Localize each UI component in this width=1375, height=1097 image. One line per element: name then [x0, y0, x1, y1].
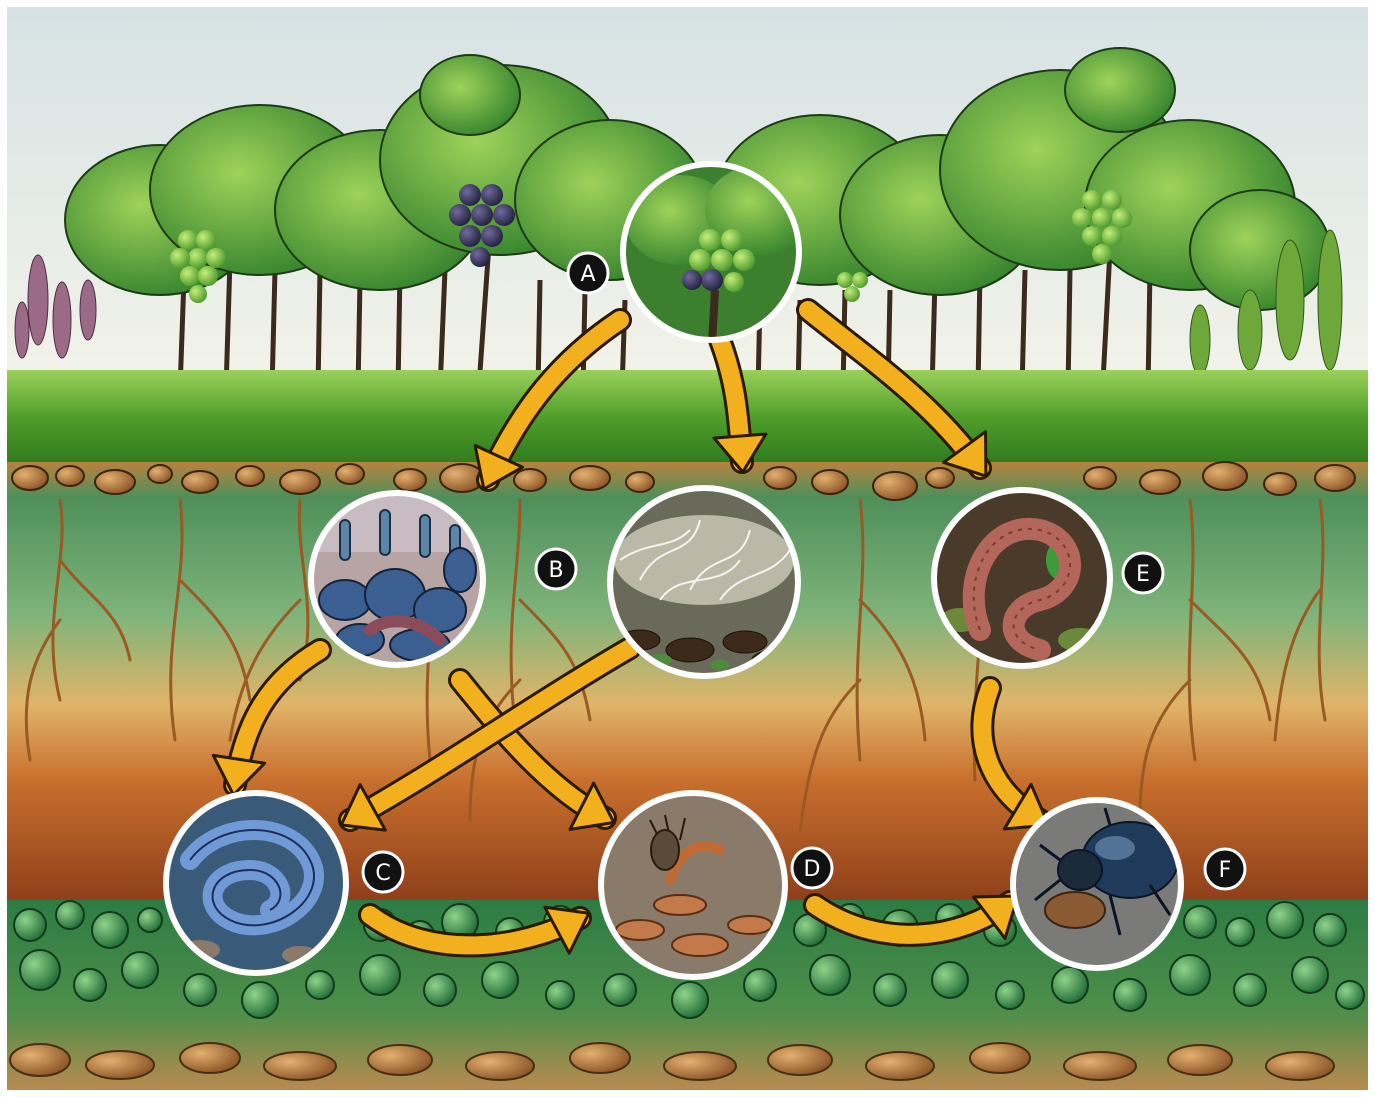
node-d-label: D	[792, 848, 832, 888]
svg-text:A: A	[580, 262, 595, 287]
svg-text:C: C	[375, 861, 390, 886]
node-c-label: C	[363, 852, 403, 892]
svg-text:E: E	[1136, 562, 1150, 587]
node-b-label: B	[536, 549, 576, 589]
svg-text:D: D	[804, 857, 821, 882]
svg-text:F: F	[1219, 858, 1232, 883]
grass-band	[6, 370, 1369, 465]
node-a-label: A	[568, 253, 608, 293]
node-mycelium[interactable]	[608, 486, 800, 678]
node-e-label: E	[1123, 553, 1163, 593]
node-f-label: F	[1205, 849, 1245, 889]
svg-text:B: B	[548, 558, 563, 583]
